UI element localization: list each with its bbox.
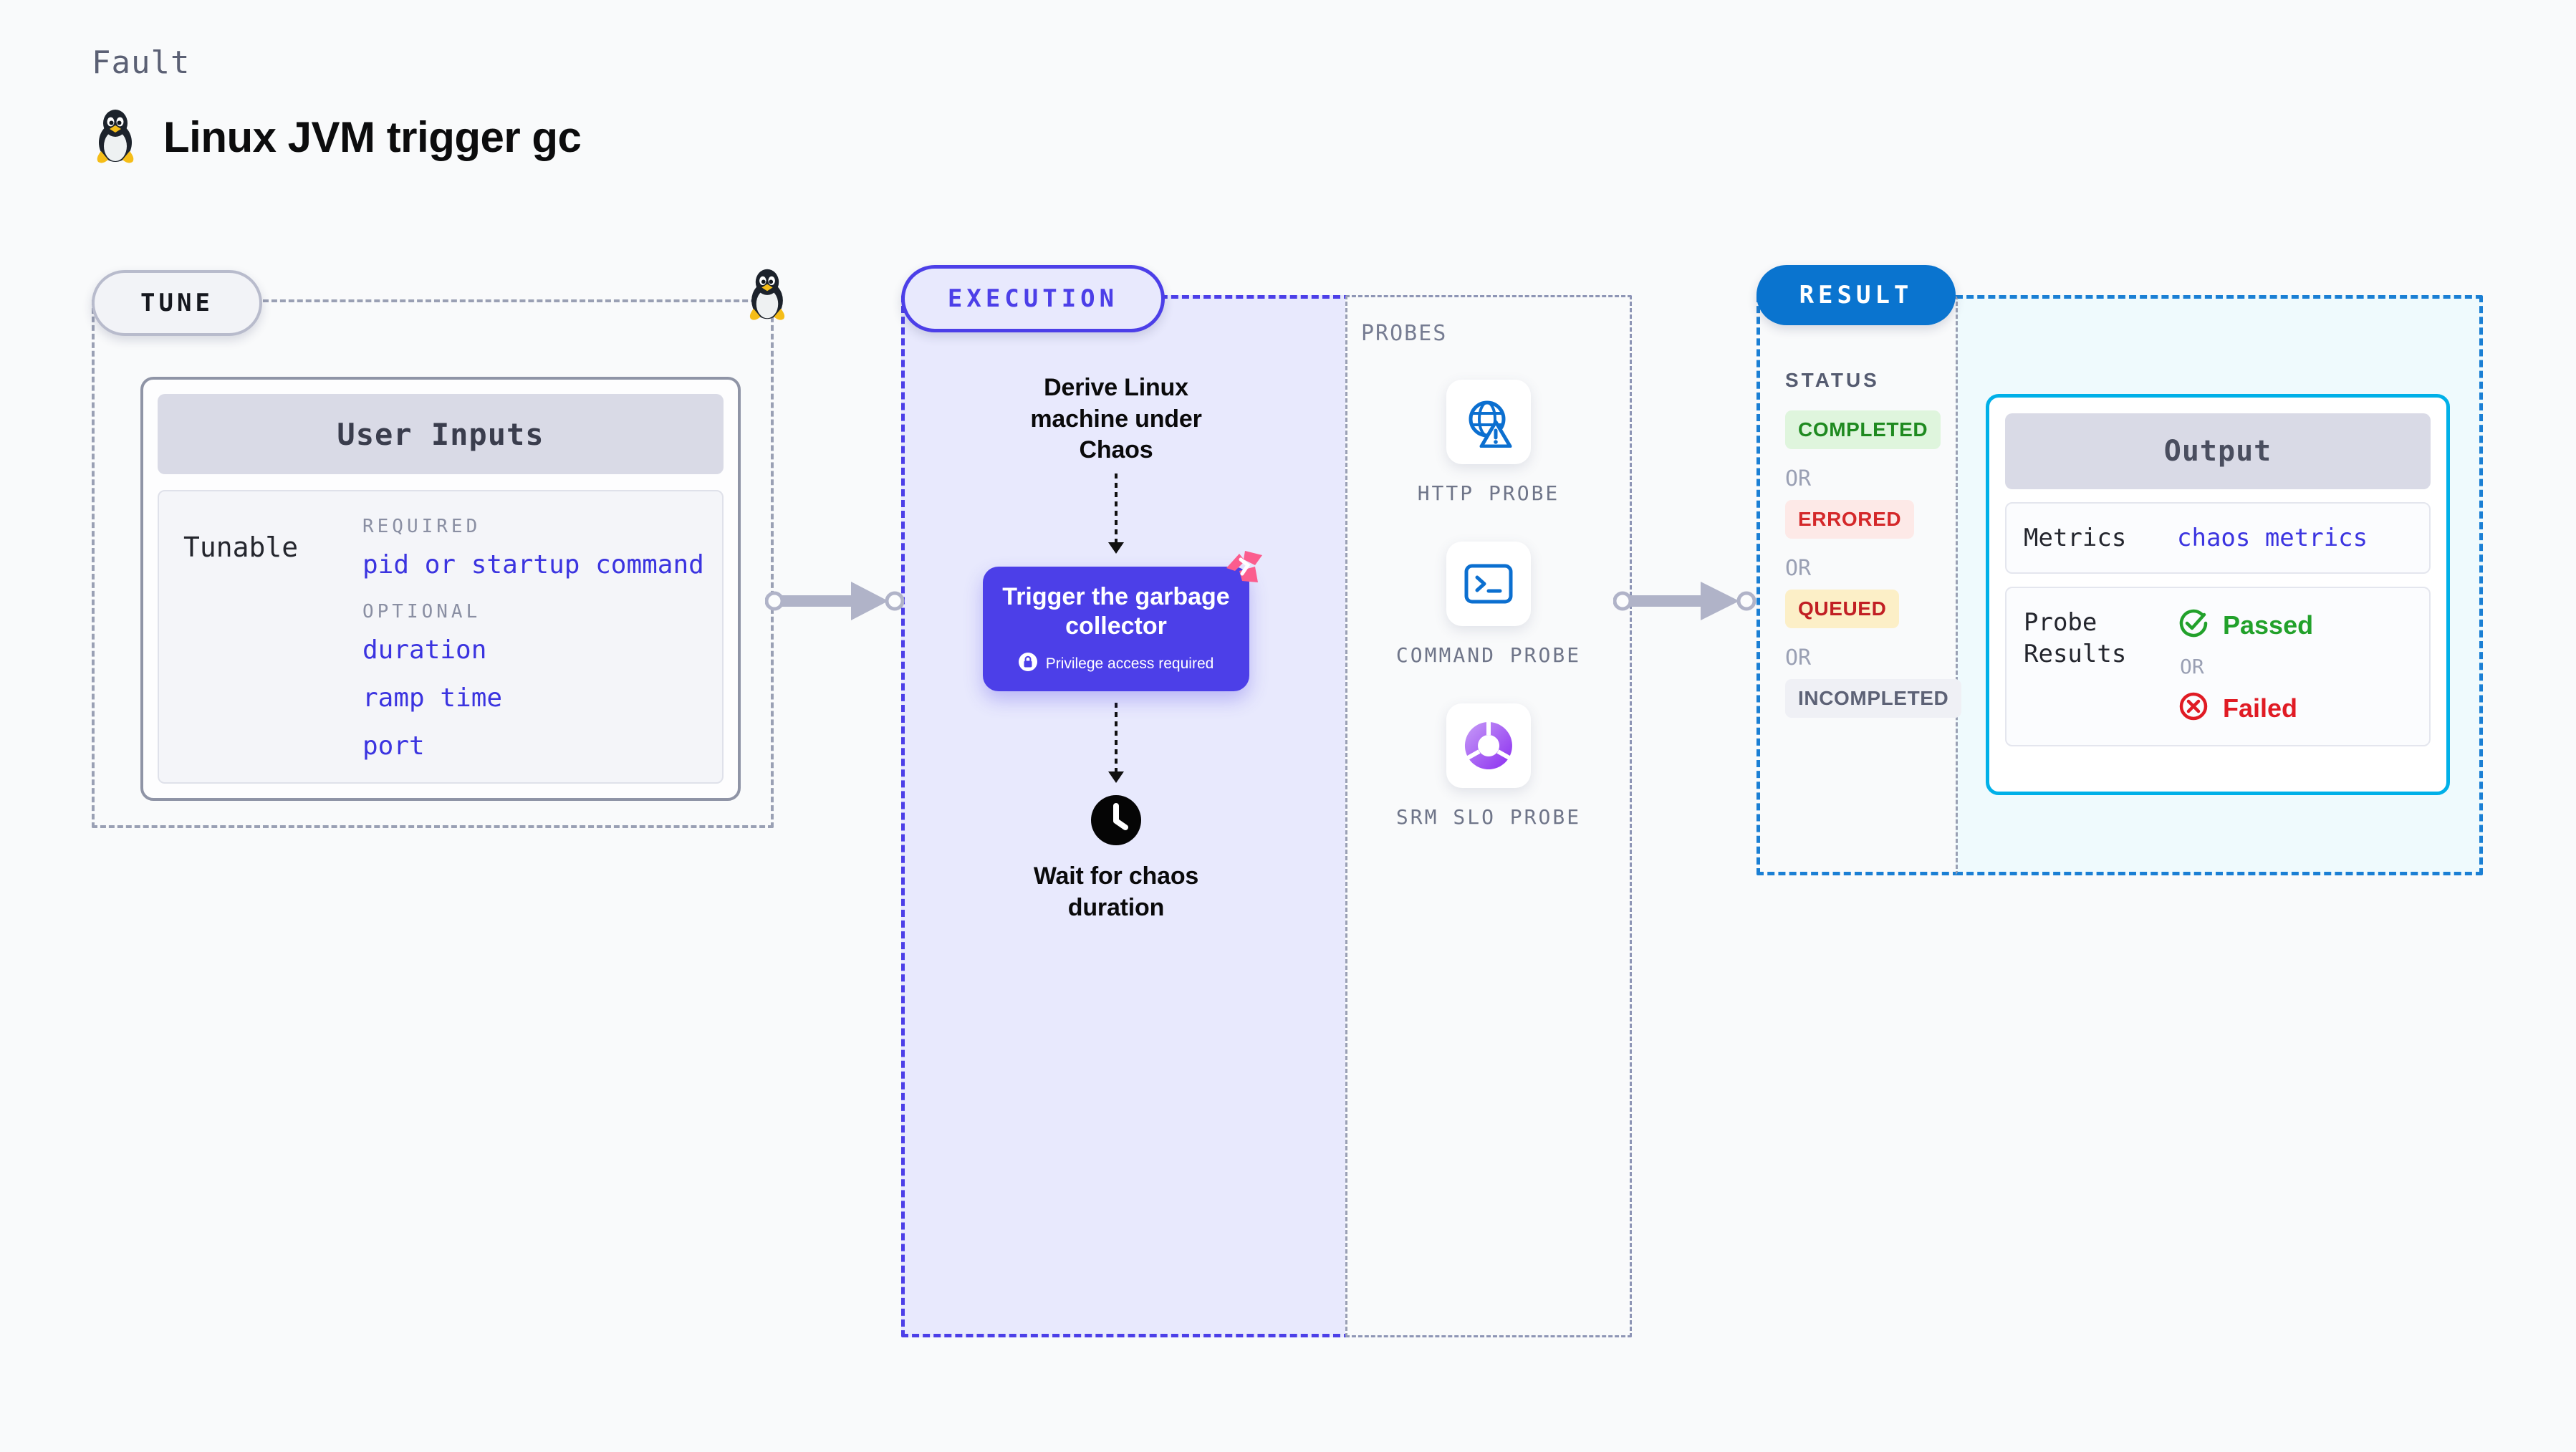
probe-result-passed: Passed bbox=[2177, 607, 2313, 643]
execution-flow: Derive Linux machine under Chaos Trigger… bbox=[901, 372, 1331, 924]
fault-title-row: Linux JVM trigger gc bbox=[92, 105, 951, 169]
connector-arrow-execution-to-result bbox=[1613, 577, 1764, 628]
lock-icon bbox=[1018, 653, 1037, 675]
flow-connector-dotted bbox=[1115, 703, 1118, 772]
fault-eyebrow-label: Fault bbox=[92, 44, 191, 81]
execution-pill-label: EXECUTION bbox=[901, 265, 1165, 332]
probe-result-failed: Failed bbox=[2177, 690, 2313, 726]
tunable-item-duration[interactable]: duration bbox=[362, 635, 487, 665]
tunable-item-ramp-time[interactable]: ramp time bbox=[362, 683, 503, 713]
linux-tux-icon bbox=[92, 105, 139, 169]
result-panel bbox=[1756, 295, 1960, 875]
status-badge-completed: COMPLETED bbox=[1785, 410, 1941, 449]
user-inputs-card: User Inputs Tunable REQUIRED pid or star… bbox=[140, 377, 741, 801]
status-badge-incompleted: INCOMPLETED bbox=[1785, 679, 1962, 718]
user-inputs-title: User Inputs bbox=[158, 394, 724, 474]
status-badge-errored: ERRORED bbox=[1785, 500, 1915, 539]
output-title: Output bbox=[2005, 413, 2431, 489]
slo-donut-check-icon bbox=[1446, 703, 1531, 788]
probe-label-http: HTTP PROBE bbox=[1417, 481, 1560, 505]
probe-label-command: COMMAND PROBE bbox=[1395, 643, 1582, 667]
probes-list: HTTP PROBE COMMAND PROBE bbox=[1345, 380, 1632, 830]
execution-step-wait: Wait for chaos duration bbox=[1033, 862, 1199, 921]
privilege-note: Privilege access required bbox=[1018, 653, 1214, 675]
tunable-section: Tunable REQUIRED pid or startup command … bbox=[158, 490, 724, 784]
output-metrics-key: Metrics bbox=[2024, 524, 2127, 552]
probe-result-passed-label: Passed bbox=[2223, 610, 2314, 640]
execution-action-card[interactable]: Trigger the garbage collector Privilege … bbox=[983, 550, 1262, 692]
optional-group-label: OPTIONAL bbox=[362, 601, 481, 622]
probe-result-or: OR bbox=[2180, 655, 2204, 679]
output-card: Output Metrics chaos metrics Probe Resul… bbox=[1986, 394, 2450, 795]
status-or-1: OR bbox=[1785, 466, 1812, 491]
status-badge-queued: QUEUED bbox=[1785, 590, 1900, 628]
chaos-fault-icon bbox=[1224, 549, 1265, 592]
tunable-item-port[interactable]: port bbox=[362, 731, 425, 761]
status-or-2: OR bbox=[1785, 556, 1812, 581]
status-section-label: STATUS bbox=[1785, 369, 1880, 391]
probes-panel bbox=[1345, 295, 1632, 1337]
output-metrics-row: Metrics chaos metrics bbox=[2005, 502, 2431, 574]
tune-panel bbox=[92, 299, 774, 828]
probe-result-failed-label: Failed bbox=[2223, 693, 2298, 723]
clock-icon bbox=[1089, 793, 1143, 851]
terminal-icon bbox=[1446, 541, 1531, 626]
execution-step-derive: Derive Linux machine under Chaos bbox=[1030, 374, 1202, 464]
page-title: Linux JVM trigger gc bbox=[163, 113, 582, 161]
x-circle-icon bbox=[2177, 690, 2210, 726]
probe-label-srm-slo: SRM SLO PROBE bbox=[1395, 804, 1582, 829]
result-pill-label: RESULT bbox=[1756, 265, 1956, 325]
output-probe-results-key: Probe Results bbox=[2024, 608, 2127, 669]
required-group-label: REQUIRED bbox=[362, 516, 481, 537]
globe-warning-icon bbox=[1446, 380, 1531, 464]
check-circle-icon bbox=[2177, 607, 2210, 643]
tune-pill-label: TUNE bbox=[92, 270, 262, 336]
flow-arrow-tip bbox=[1108, 771, 1124, 784]
status-column: STATUS COMPLETED OR ERRORED OR QUEUED OR… bbox=[1785, 369, 1971, 718]
tunable-item-pid[interactable]: pid or startup command bbox=[362, 550, 704, 580]
linux-tux-icon bbox=[741, 265, 793, 326]
flow-connector-dotted bbox=[1115, 473, 1118, 542]
tunable-key-label: Tunable bbox=[183, 532, 299, 563]
probes-section-label: PROBES bbox=[1361, 321, 1448, 346]
privilege-note-text: Privilege access required bbox=[1045, 655, 1214, 673]
probe-item-srm-slo[interactable]: SRM SLO PROBE bbox=[1381, 703, 1596, 831]
connector-arrow-tune-to-execution bbox=[764, 577, 908, 628]
page-header: Fault Linux JVM trigger gc bbox=[92, 44, 951, 169]
probe-item-http[interactable]: HTTP PROBE bbox=[1381, 380, 1596, 507]
execution-action-title: Trigger the garbage collector bbox=[1002, 582, 1230, 640]
flow-arrow-tip bbox=[1108, 542, 1124, 554]
status-or-3: OR bbox=[1785, 645, 1812, 670]
output-metrics-value[interactable]: chaos metrics bbox=[2177, 524, 2368, 553]
output-probe-results-row: Probe Results Passed OR bbox=[2005, 587, 2431, 747]
probe-item-command[interactable]: COMMAND PROBE bbox=[1381, 541, 1596, 669]
